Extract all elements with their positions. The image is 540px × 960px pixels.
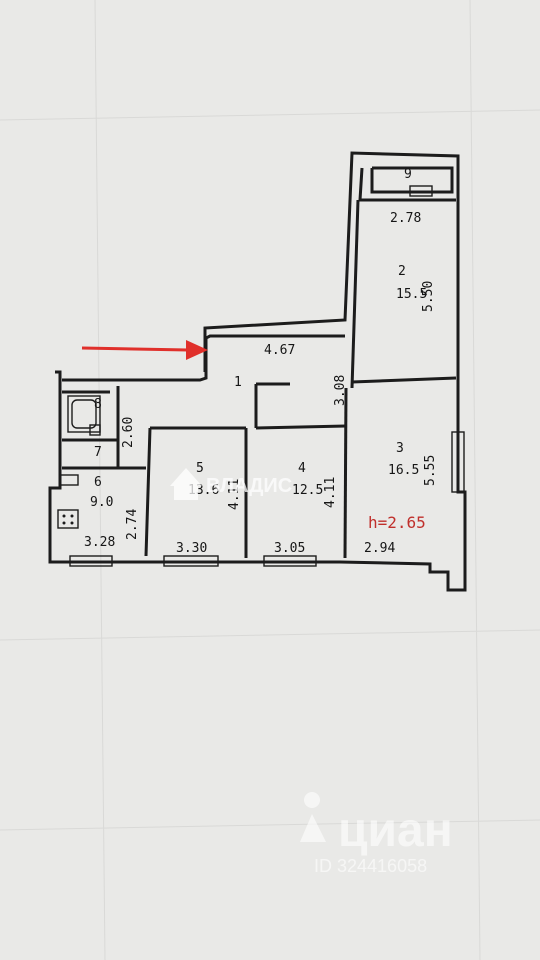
interior-walls — [62, 199, 457, 559]
outer-walls — [48, 151, 467, 592]
room-2-area: 15.5 — [396, 287, 427, 302]
room-9-number: 9 — [404, 167, 412, 182]
room-4-length: 4.11 — [323, 477, 338, 508]
bath-width: 2.60 — [121, 417, 136, 448]
room-8-number: 8 — [94, 397, 102, 412]
sink — [59, 424, 101, 486]
room-6-area: 9.0 — [90, 495, 113, 510]
room-3-length: 5.55 — [423, 455, 438, 486]
vladis-watermark: ВЛАДИС — [170, 468, 292, 500]
stove — [57, 509, 79, 529]
room-3-area: 16.5 — [388, 463, 419, 478]
room-6-length: 2.74 — [125, 509, 140, 540]
room-4-width: 3.05 — [274, 541, 305, 556]
room-4-number: 4 — [298, 461, 306, 476]
room-5-number: 5 — [196, 461, 204, 476]
room-1-number: 1 — [234, 375, 242, 390]
hall-width: 4.67 — [264, 343, 295, 358]
room-6-width: 3.28 — [84, 535, 115, 550]
red-arrow-icon — [81, 340, 208, 360]
room-3-width: 2.94 — [364, 541, 395, 556]
cian-listing-id: ID 324416058 — [314, 856, 427, 876]
room-3-number: 3 — [396, 441, 404, 456]
room-4-area: 12.5 — [292, 483, 323, 498]
cian-logo-text: циан — [338, 804, 453, 857]
windows — [69, 185, 465, 567]
hall-height: 3.08 — [333, 375, 348, 406]
bathtub — [67, 395, 101, 433]
vladis-logo-text: ВЛАДИС — [206, 475, 292, 497]
ceiling-height-note: h=2.65 — [368, 513, 426, 532]
room-5-length: 4.11 — [227, 479, 242, 510]
room-5-width: 3.30 — [176, 541, 207, 556]
room-2-length: 5.50 — [421, 281, 436, 312]
room-2-width: 2.78 — [390, 211, 421, 226]
room-7-number: 7 — [94, 445, 102, 460]
cian-watermark: циан ID 324416058 — [300, 792, 453, 876]
room-2-number: 2 — [398, 264, 406, 279]
room-6-number: 6 — [94, 475, 102, 490]
